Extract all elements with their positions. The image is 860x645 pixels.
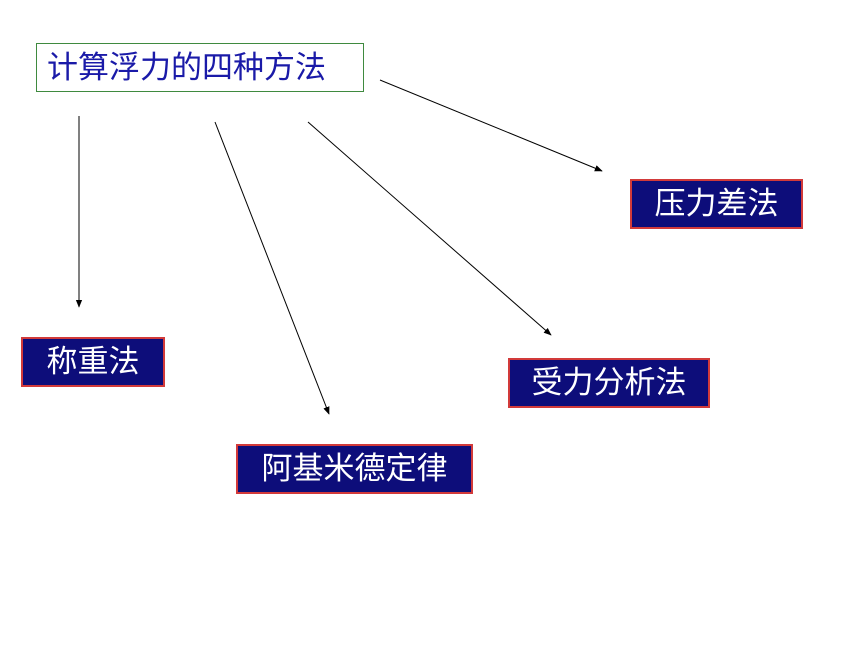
method-box-force-analysis: 受力分析法: [508, 358, 710, 408]
method-box-archimedes: 阿基米德定律: [236, 444, 473, 494]
arrow-to-archimedes: [214, 121, 330, 415]
arrow-to-pressure-difference: [379, 79, 603, 172]
method-box-pressure-difference: 压力差法: [630, 179, 803, 229]
arrow-to-force-analysis: [307, 121, 552, 336]
diagram-title: 计算浮力的四种方法: [36, 43, 364, 92]
method-box-weighing: 称重法: [21, 337, 165, 387]
